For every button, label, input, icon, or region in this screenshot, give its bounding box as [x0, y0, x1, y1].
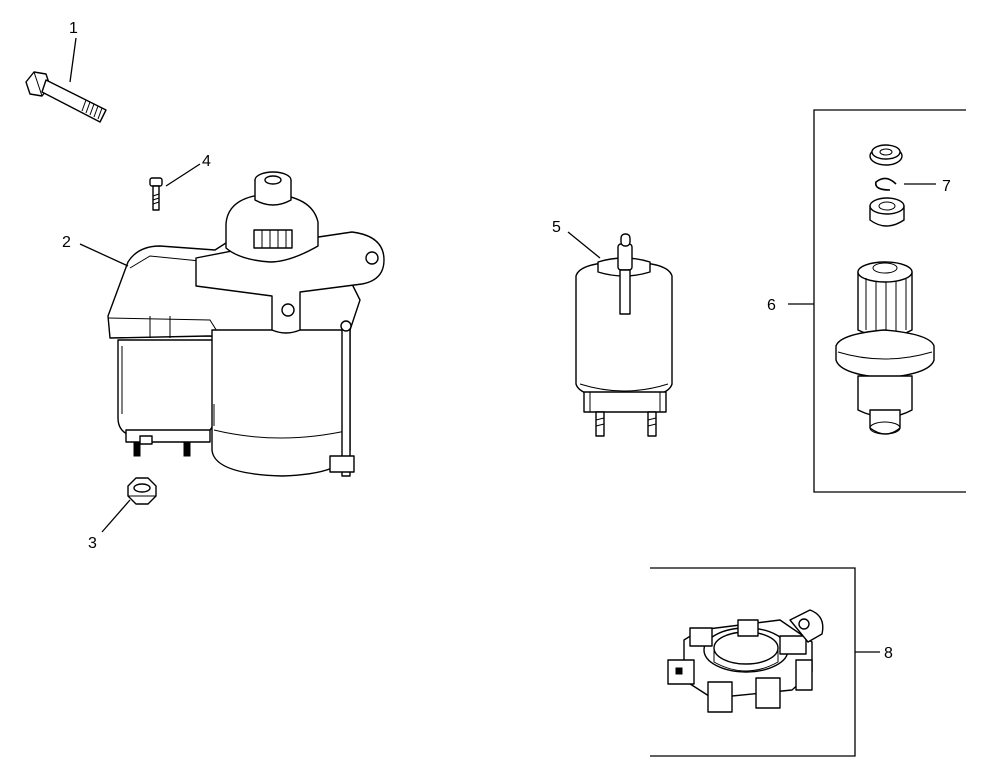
part-5-solenoid[interactable]	[575, 233, 673, 437]
leader-2	[79, 243, 129, 267]
callout-6: 6	[767, 297, 776, 314]
callout-8: 8	[884, 645, 893, 662]
brush-holder-frame	[650, 567, 856, 757]
leader-4	[165, 163, 201, 187]
part-3-nut[interactable]	[127, 477, 157, 505]
part-7-snap-ring[interactable]	[874, 177, 897, 191]
part-2-starter-motor[interactable]	[107, 171, 385, 477]
leader-5	[567, 231, 601, 259]
callout-1: 1	[69, 20, 78, 37]
part-4-screw[interactable]	[149, 177, 163, 211]
part-1-bolt[interactable]	[25, 71, 107, 123]
leader-3	[101, 499, 131, 533]
callout-4: 4	[202, 153, 211, 170]
leader-1	[69, 37, 77, 83]
callout-7: 7	[942, 178, 951, 195]
callout-3: 3	[88, 535, 97, 552]
part-8-brush-holder[interactable]	[667, 609, 824, 713]
drive-assembly-frame	[813, 109, 966, 493]
part-7-stop-collar[interactable]	[869, 144, 903, 166]
callout-5: 5	[552, 219, 561, 236]
callout-2: 2	[62, 234, 71, 251]
part-7-sleeve[interactable]	[869, 197, 905, 227]
part-6-drive-gear[interactable]	[835, 261, 935, 435]
